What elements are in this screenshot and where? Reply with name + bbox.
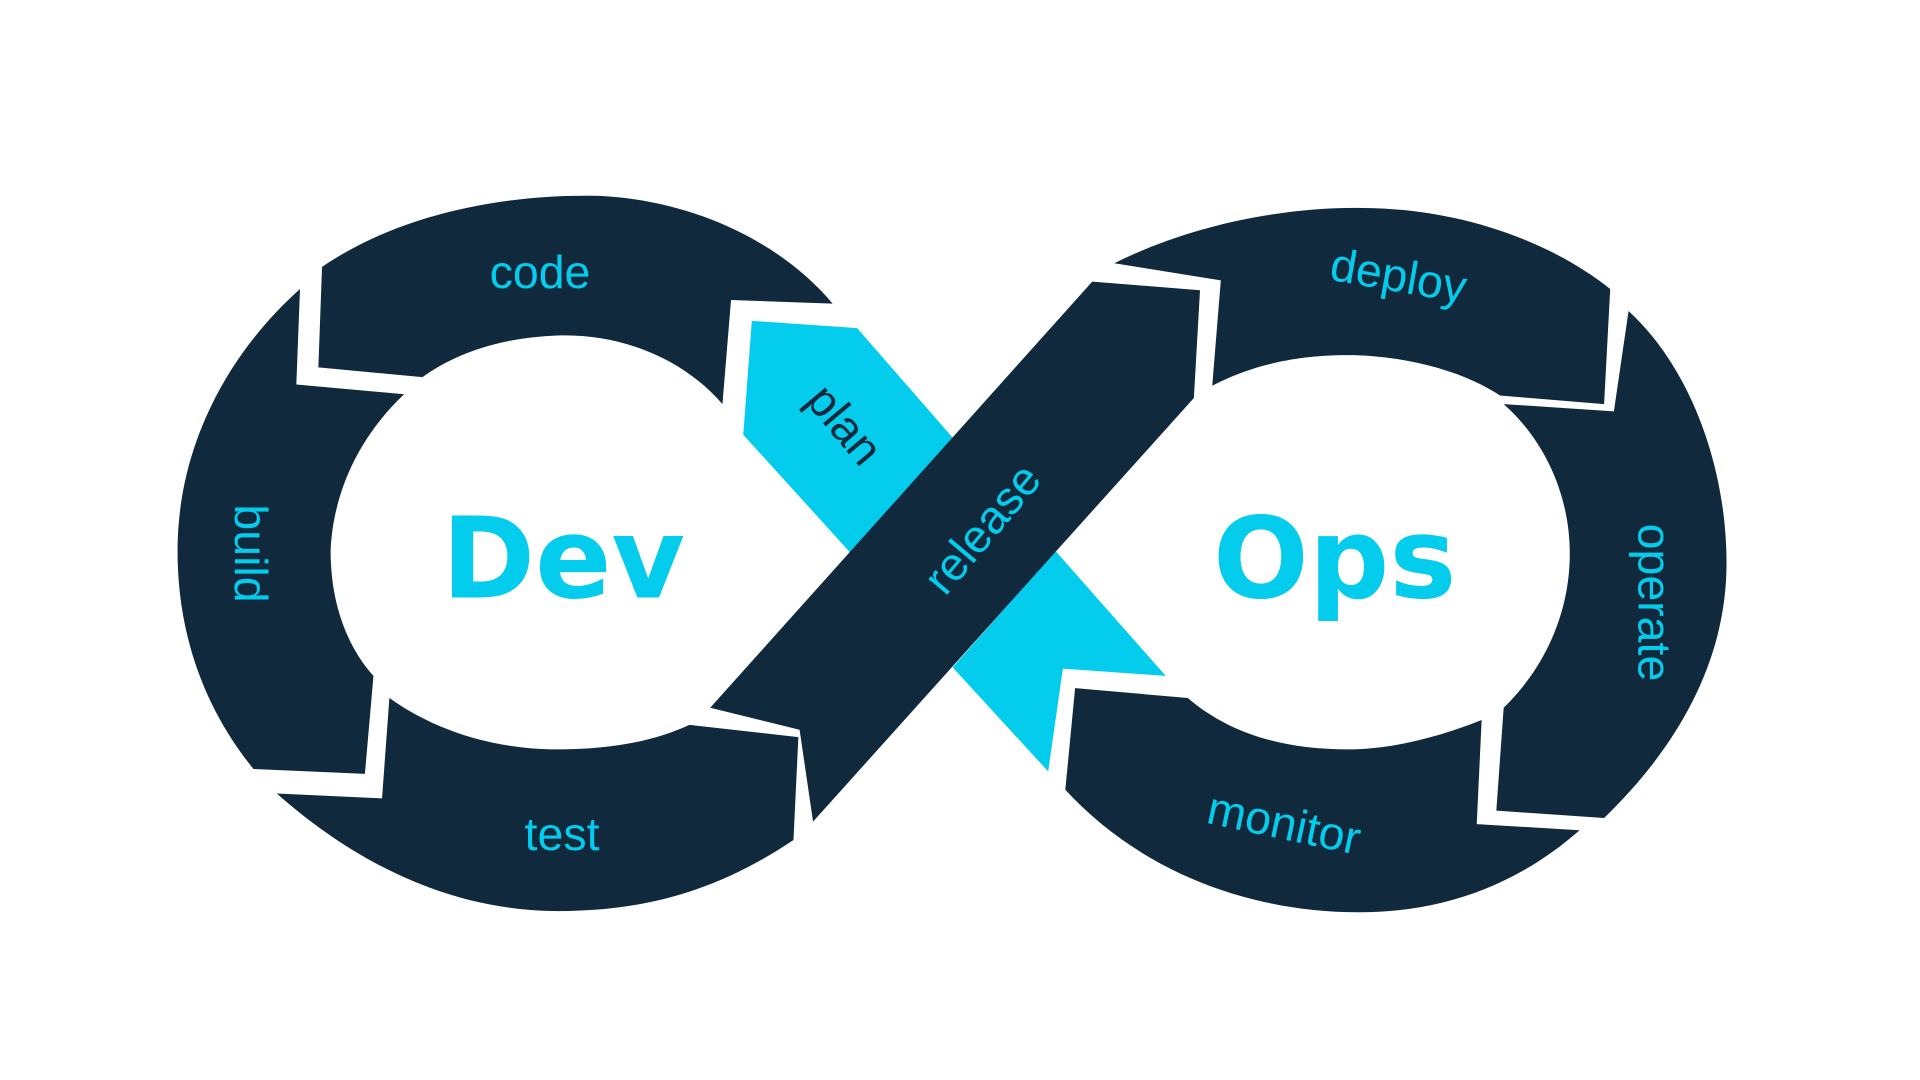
dev-loop [177, 195, 958, 912]
segment-release-cyan-tail [952, 551, 1166, 772]
segment-operate [1496, 311, 1727, 818]
stage-label-test: test [525, 808, 600, 860]
stage-label-operate: operate [1628, 524, 1680, 682]
segment-build [177, 288, 405, 774]
stage-label-code: code [490, 246, 591, 298]
segment-code [318, 195, 833, 405]
ops-loop [952, 207, 1727, 913]
title-ops: Ops [1213, 493, 1456, 625]
title-dev: Dev [442, 493, 685, 625]
segment-deploy [1114, 207, 1611, 405]
segment-monitor [1065, 688, 1580, 913]
segment-release [710, 281, 1200, 822]
stage-label-build: build [225, 504, 277, 602]
segment-test [276, 697, 799, 912]
